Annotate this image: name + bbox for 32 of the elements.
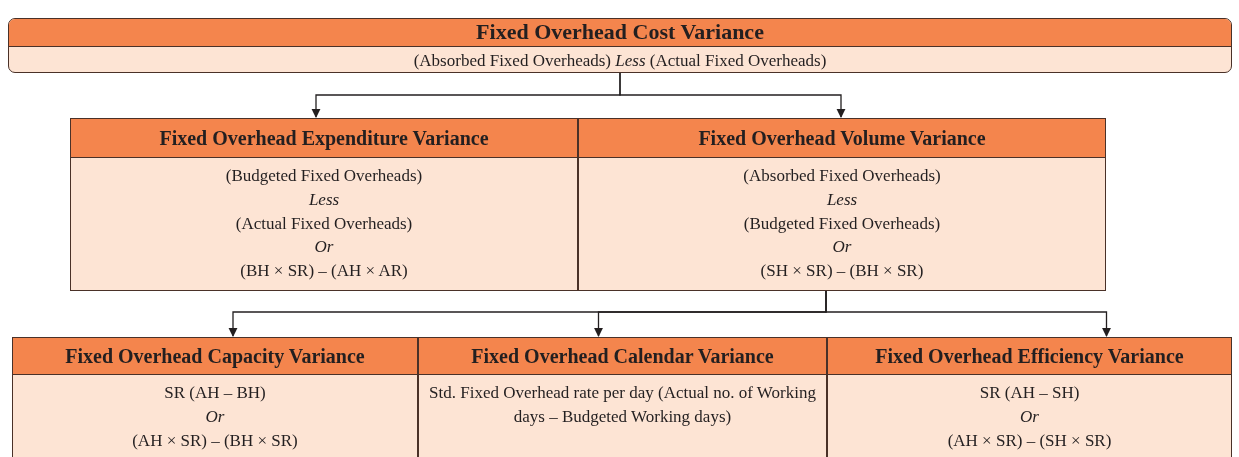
box-heading: Fixed Overhead Capacity Variance (65, 345, 365, 367)
formula-text: Std. Fixed Overhead rate per day (Actual no. of Working days – Budgeted Working days) (429, 382, 816, 428)
formula-text: Or (1020, 405, 1039, 428)
arrow (619, 72, 846, 118)
box-heading: Fixed Overhead Cost Variance (476, 20, 764, 45)
variance-box (8, 18, 1232, 73)
formula-text: (BH × SR) – (AH × AR) (240, 260, 408, 283)
arrow (825, 290, 1112, 337)
formula-text: (SH × SR) – (BH × SR) (760, 260, 924, 283)
formula-text: SR (AH – SH) (979, 382, 1080, 404)
formula-text: Less (826, 188, 858, 211)
box-heading: Fixed Overhead Calendar Variance (471, 345, 774, 367)
formula-text: (Budgeted Fixed Overheads) (743, 212, 941, 235)
formula-text: (Budgeted Fixed Overheads) (225, 165, 423, 187)
formula-text: Or (205, 405, 225, 428)
variance-box (12, 337, 418, 457)
variance-box (827, 337, 1232, 457)
formula-text: SR (AH – BH) (164, 382, 266, 404)
formula-text: (AH × SR) – (BH × SR) (132, 429, 298, 452)
formula-text: (Actual Fixed Overheads) (235, 212, 413, 235)
variance-box (418, 337, 827, 457)
formula-text: (Absorbed Fixed Overheads) (743, 165, 941, 187)
formula-text: Or (314, 236, 334, 259)
box-heading: Fixed Overhead Expenditure Variance (159, 127, 489, 149)
variance-box (578, 118, 1106, 291)
formula-text: (Absorbed Fixed Overheads) Less (Actual Fixed Overheads) (413, 50, 827, 72)
formula-text: (AH × SR) – (SH × SR) (947, 429, 1112, 452)
box-heading: Fixed Overhead Efficiency Variance (875, 345, 1184, 367)
formula-text: Less (308, 188, 340, 211)
formula-text: Or (832, 236, 852, 259)
box-heading: Fixed Overhead Volume Variance (698, 127, 986, 149)
variance-box (70, 118, 578, 291)
